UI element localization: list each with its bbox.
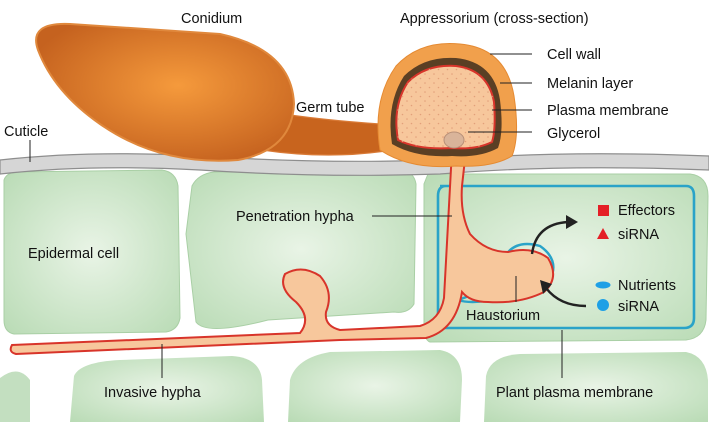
- sirna-in-icon: [597, 299, 609, 311]
- conidium-body: [35, 22, 296, 162]
- label-appressorium: Appressorium (cross-section): [400, 11, 589, 27]
- effector-arrow: [530, 220, 569, 255]
- leader-lines: [29, 53, 563, 378]
- nutrient-arrow: [545, 287, 587, 308]
- label-glycerol: Glycerol: [547, 126, 600, 142]
- legend-sirna-in: siRNA: [618, 299, 659, 315]
- lower-cell-4: [484, 352, 708, 422]
- lower-cell-2: [70, 356, 264, 422]
- label-germ-tube: Germ tube: [296, 100, 365, 116]
- label-plant-plasma-membrane: Plant plasma membrane: [496, 385, 653, 401]
- nutrients-icon: [595, 281, 611, 289]
- lower-cell-3: [288, 350, 462, 422]
- label-haustorium: Haustorium: [466, 308, 540, 324]
- effectors-icon: [598, 205, 609, 216]
- exchange-arrows: [530, 215, 587, 308]
- label-cell-wall: Cell wall: [547, 47, 601, 63]
- penetration-pore: [443, 131, 465, 149]
- label-invasive-hypha: Invasive hypha: [104, 385, 202, 401]
- epidermal-cell-middle: [185, 169, 417, 330]
- label-plasma-membrane: Plasma membrane: [547, 103, 669, 119]
- legend-effectors: Effectors: [618, 203, 675, 219]
- legend-nutrients: Nutrients: [618, 278, 676, 294]
- legend-sirna-out: siRNA: [618, 227, 659, 243]
- sirna-out-icon: [597, 228, 609, 239]
- label-penetration-hypha: Penetration hypha: [236, 209, 355, 225]
- plant-cells: [0, 169, 709, 422]
- invasive-hypha: [9, 149, 555, 356]
- appressorium: [377, 42, 518, 168]
- plant-plasma-membrane: [436, 184, 696, 330]
- label-conidium: Conidium: [181, 11, 242, 27]
- label-cuticle: Cuticle: [4, 124, 48, 140]
- conidium-group: [35, 22, 393, 162]
- label-melanin-layer: Melanin layer: [547, 76, 633, 92]
- lower-cell-left: [0, 371, 30, 422]
- label-epidermal-cell: Epidermal cell: [28, 246, 119, 262]
